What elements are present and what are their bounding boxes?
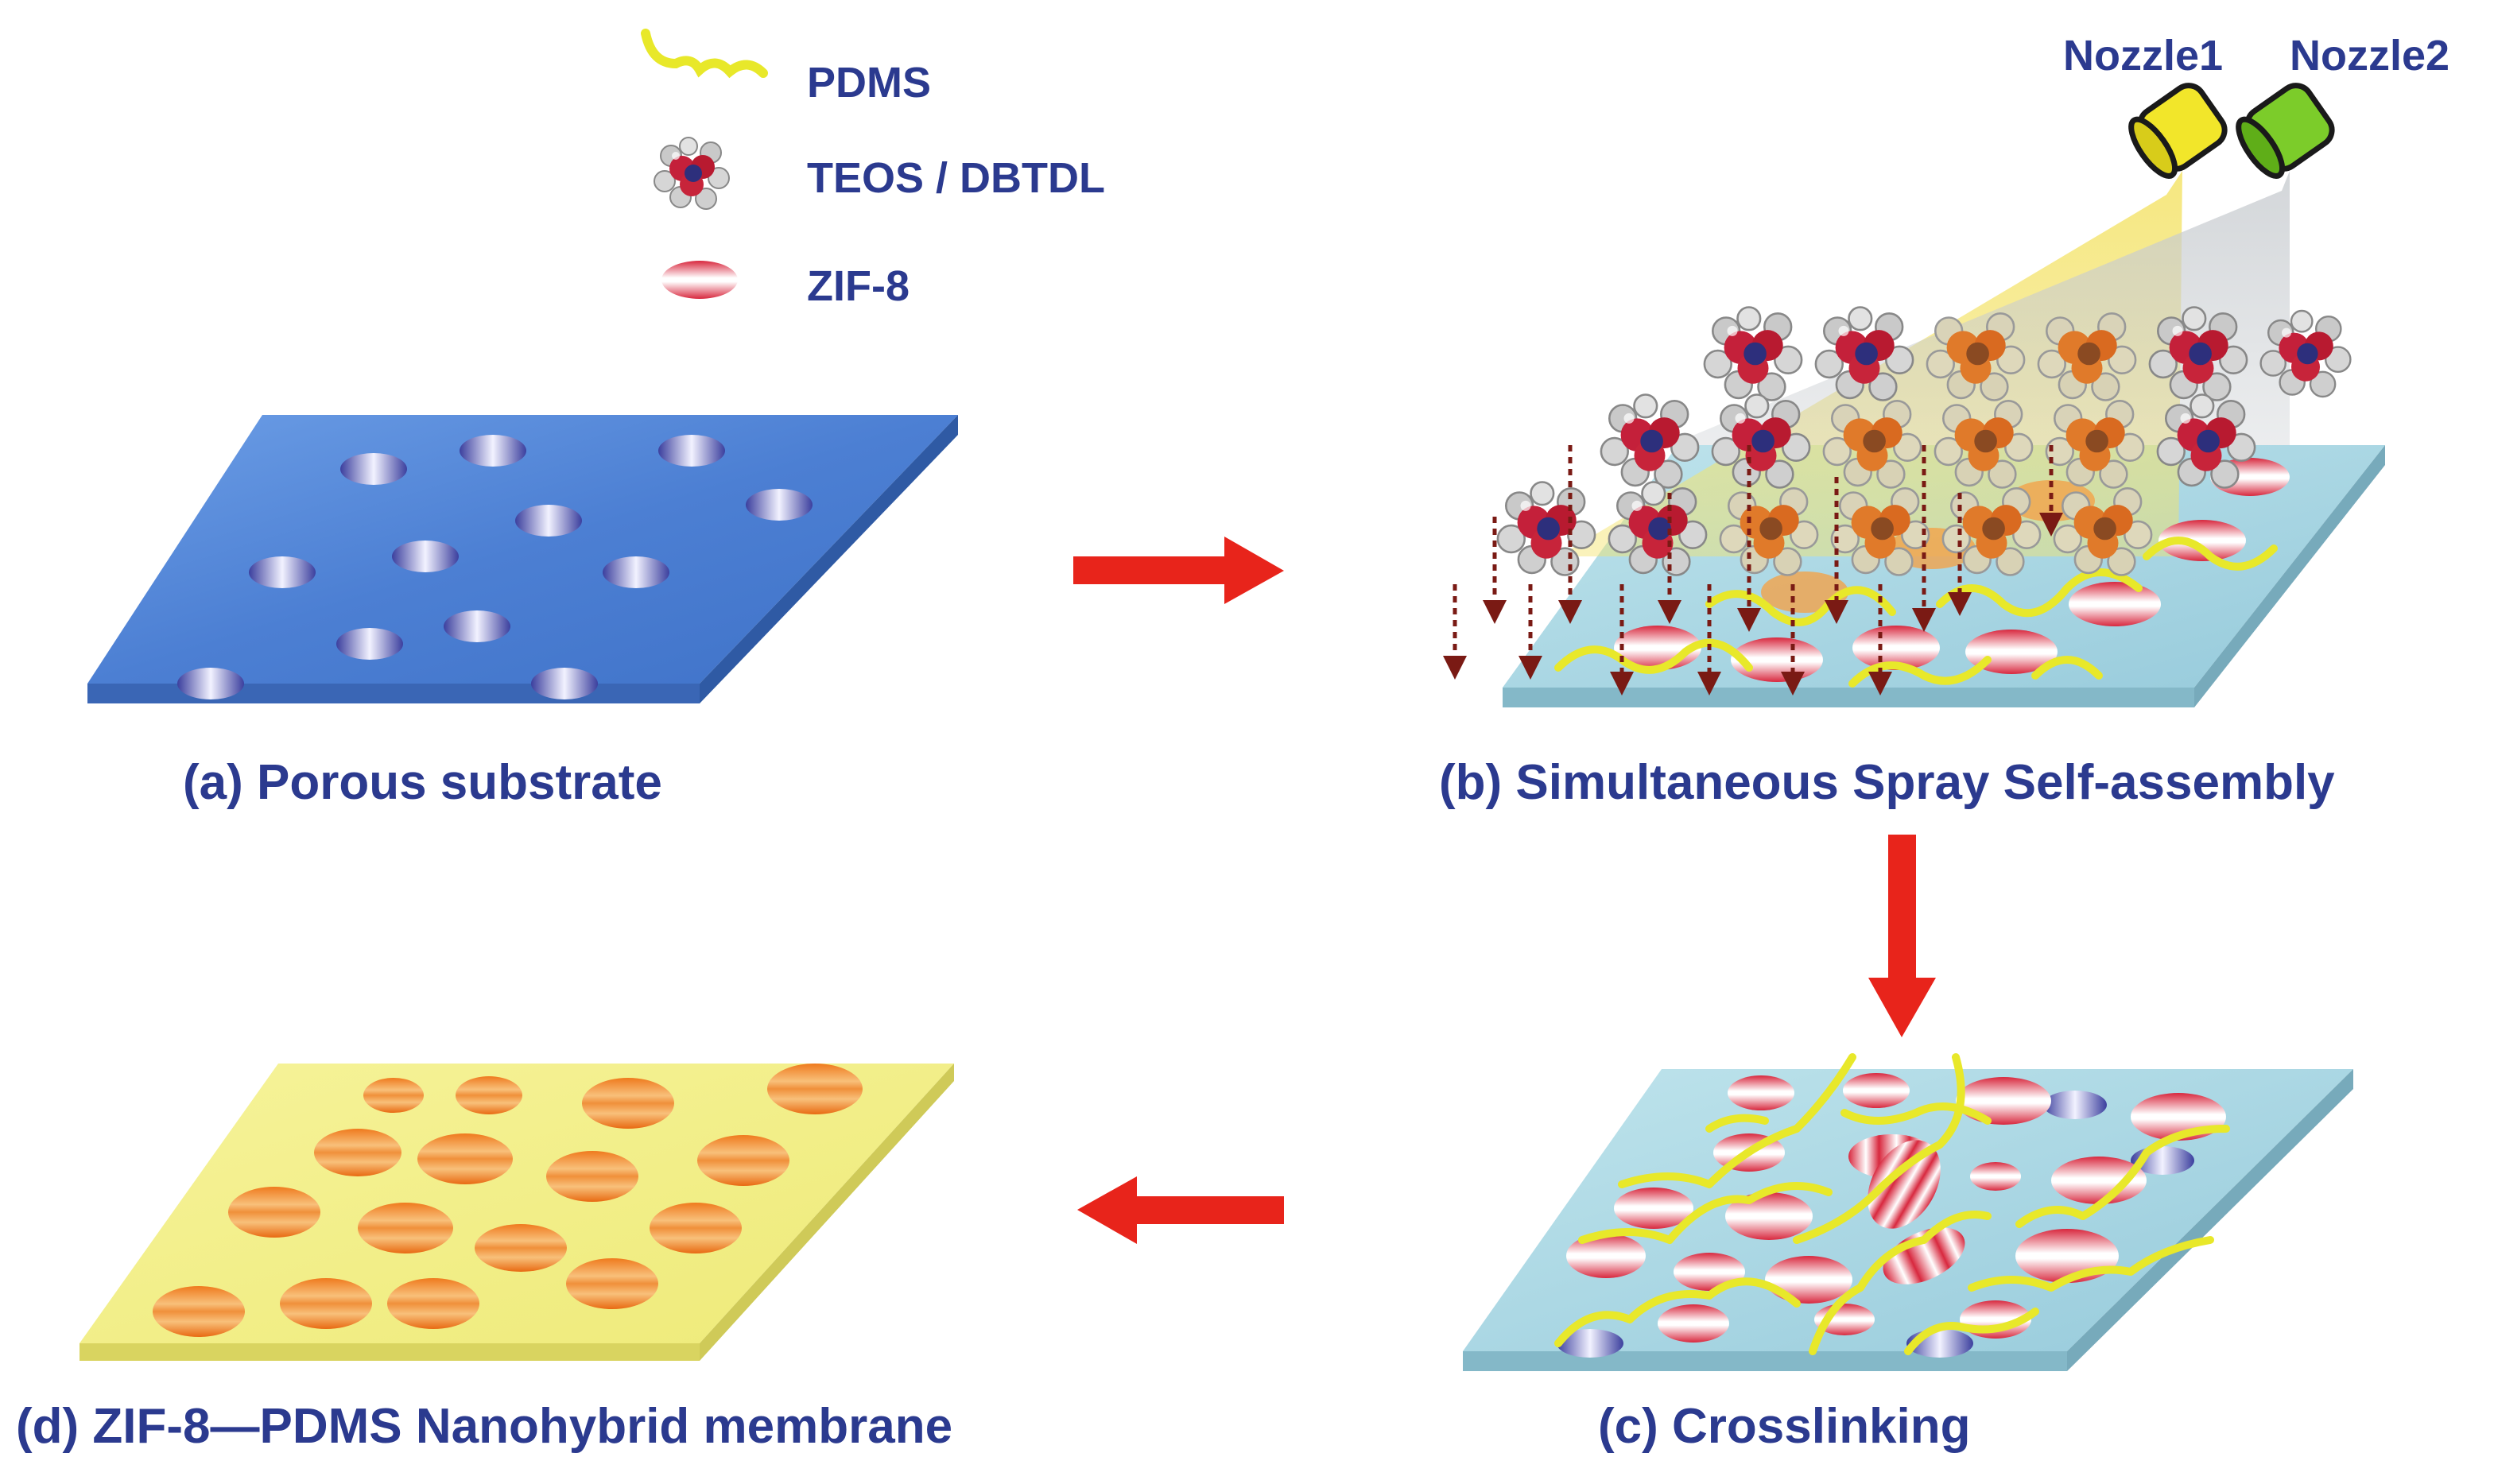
crosslinked-pdms-network <box>1554 1053 2230 1355</box>
legend-label-teos-dbtdl: TEOS / DBTDL <box>807 154 1105 202</box>
arrow-c-to-d <box>1077 1176 1284 1244</box>
panel-d-nanohybrid-membrane: (d) ZIF-8—PDMS Nanohybrid membrane <box>16 1064 954 1454</box>
caption-panel-d: (d) ZIF-8—PDMS Nanohybrid membrane <box>16 1399 952 1454</box>
panel-a-porous-substrate: (a) Porous substrate <box>87 415 958 810</box>
nozzle-1-icon <box>2128 83 2228 179</box>
caption-panel-b: (b) Simultaneous Spray Self-assembly <box>1439 755 2335 810</box>
zif8-particle-icon <box>661 261 738 299</box>
legend-label-pdms: PDMS <box>807 59 931 107</box>
substrate-plate-blue <box>87 415 958 684</box>
legend-label-zif8: ZIF-8 <box>807 262 910 310</box>
spray-cone-1 <box>1558 171 2182 556</box>
panel-c-crosslinking: (c) Crosslinking <box>1463 1053 2353 1454</box>
caption-panel-c: (c) Crosslinking <box>1598 1399 1971 1454</box>
embedded-zif8-particles <box>153 1064 863 1337</box>
legend: PDMS TEOS / DBTDL ZIF-8 <box>641 29 1105 310</box>
crosslinked-zif8-particles <box>1566 1073 2226 1343</box>
nozzle-2-icon <box>2236 83 2335 179</box>
arrow-b-to-c <box>1868 835 1936 1037</box>
arrow-a-to-b <box>1073 537 1284 604</box>
deposited-pdms-chains <box>1554 537 2278 688</box>
pdms-chain-icon <box>641 29 768 79</box>
nozzle-1-label: Nozzle1 <box>2063 32 2223 79</box>
spray-drip-arrows <box>1443 445 2063 696</box>
substrate-pores <box>177 435 813 699</box>
caption-panel-a: (a) Porous substrate <box>183 755 662 810</box>
panel-b-spray-self-assembly: Nozzle1 Nozzle2 (b) Simultaneous Spray S… <box>1439 32 2449 810</box>
nanohybrid-membrane-plate <box>80 1064 954 1343</box>
nozzle-2-label: Nozzle2 <box>2290 32 2449 79</box>
molecule-cluster-icon <box>654 137 730 210</box>
spray-cone-2 <box>1670 171 2290 445</box>
